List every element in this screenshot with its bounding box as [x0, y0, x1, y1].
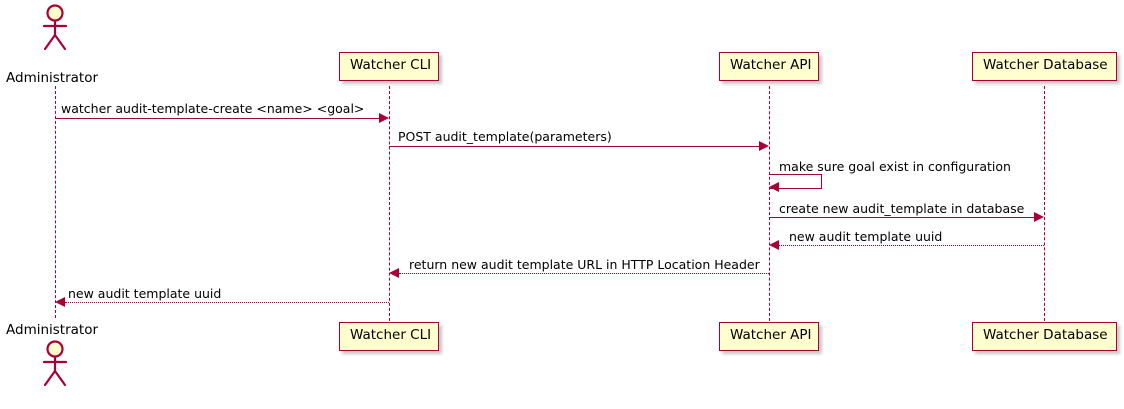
message-label-3: make sure goal exist in configuration: [779, 159, 1011, 174]
actor-administrator-bottom: [39, 340, 71, 387]
message-arrowhead-2: [759, 141, 769, 151]
message-arrowhead-1: [379, 113, 389, 123]
participant-box-watcher-api-bottom[interactable]: Watcher API: [719, 322, 819, 351]
participant-box-watcher-database-top[interactable]: Watcher Database: [972, 52, 1117, 81]
participant-box-watcher-cli-top[interactable]: Watcher CLI: [339, 52, 439, 81]
message-line-6: [399, 273, 769, 274]
message-arrowhead-6: [389, 268, 399, 278]
message-label-1: watcher audit-template-create <name> <go…: [61, 101, 365, 116]
message-line-1: [55, 118, 381, 119]
message-arrowhead-7: [55, 297, 65, 307]
participant-box-watcher-database-bottom[interactable]: Watcher Database: [972, 322, 1117, 351]
message-line-2: [389, 146, 761, 147]
message-label-7: new audit template uuid: [68, 286, 222, 301]
actor-label-administrator-top: Administrator: [6, 70, 99, 86]
message-line-4: [769, 217, 1036, 218]
message-arrowhead-5: [769, 240, 779, 250]
participant-box-watcher-cli-bottom[interactable]: Watcher CLI: [339, 322, 439, 351]
message-arrowhead-4: [1034, 212, 1044, 222]
message-line-7: [65, 302, 389, 303]
actor-label-administrator-bottom: Administrator: [6, 322, 99, 338]
message-arrowhead-3: [769, 182, 779, 192]
message-label-2: POST audit_template(parameters): [398, 129, 612, 144]
message-label-6: return new audit template URL in HTTP Lo…: [409, 257, 760, 272]
lifeline-watcher-database: [1044, 86, 1045, 321]
lifeline-watcher-cli: [389, 86, 390, 321]
message-self-loop-3: [769, 174, 822, 189]
message-label-4: create new audit_template in database: [779, 201, 1025, 216]
message-line-5: [779, 245, 1044, 246]
message-label-5: new audit template uuid: [789, 229, 943, 244]
lifeline-watcher-api: [769, 86, 770, 321]
participant-box-watcher-api-top[interactable]: Watcher API: [719, 52, 819, 81]
lifeline-administrator: [55, 86, 56, 318]
actor-administrator-top: [39, 4, 71, 51]
